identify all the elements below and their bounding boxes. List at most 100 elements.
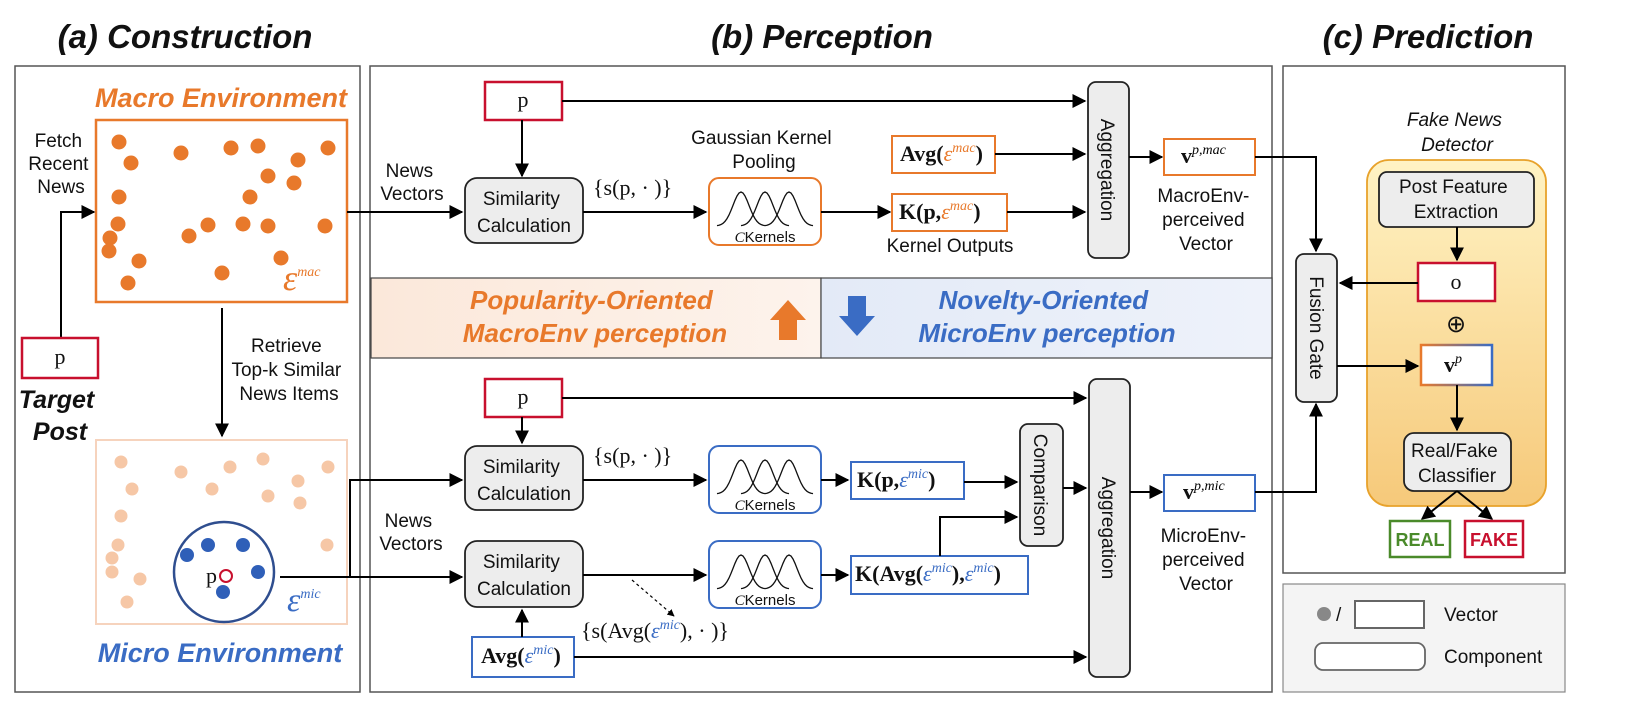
news-dot — [133, 572, 147, 586]
o-box — [1416, 261, 1497, 303]
macro-perceived-label: MacroEnv- perceived Vector — [1157, 186, 1254, 255]
popularity-banner — [370, 277, 822, 359]
avg-mic-box — [471, 636, 575, 678]
news-dot — [290, 152, 306, 168]
gaussian-curve — [764, 191, 814, 227]
fetch-label: Fetch Recent News — [28, 131, 93, 198]
target-post-label: Target Post — [19, 386, 101, 446]
v-mac-label: vp,mac — [1181, 143, 1227, 168]
news-dot — [114, 509, 128, 523]
micro-env-neighbors — [180, 538, 265, 599]
vp-label: vp — [1444, 352, 1462, 377]
novelty-banner — [820, 277, 1273, 359]
news-dot — [101, 243, 117, 259]
retrieve-label: Retrieve Top-k Similar News Items — [231, 336, 346, 405]
k-avg-mic-box — [850, 555, 1029, 595]
popularity-label: Popularity-Oriented MacroEnv perception — [463, 285, 727, 348]
news-vectors-top: News Vectors — [380, 161, 443, 205]
macro-env-symbol: εmac — [283, 258, 321, 298]
neighbor-dot — [236, 538, 250, 552]
news-dot — [256, 452, 270, 466]
aggregation-top-label: Aggregation — [1096, 119, 1117, 221]
legend-component-label: Component — [1444, 647, 1543, 668]
legend-slash: / — [1336, 605, 1342, 626]
v-mic-label: vp,mic — [1183, 479, 1226, 504]
prediction-panel — [1282, 65, 1566, 574]
news-dot — [242, 189, 258, 205]
section-title-prediction: (c) Prediction — [1323, 18, 1534, 55]
perception-panel — [369, 65, 1273, 693]
detector-title: Fake News Detector — [1407, 110, 1507, 156]
comparison-label: Comparison — [1029, 434, 1050, 536]
gaussian-curve — [764, 459, 814, 495]
news-dot — [260, 218, 276, 234]
sim-avg-set: {s(Avg(εmic), · )} — [581, 618, 729, 643]
arrow-to-fake — [1456, 490, 1494, 520]
kernel-curves-top — [716, 191, 814, 227]
gaussian-curve — [716, 191, 766, 227]
comparison-box — [1019, 423, 1064, 547]
news-dot — [102, 230, 118, 246]
news-dot — [174, 465, 188, 479]
news-dot — [105, 565, 119, 579]
kernels-label-top: CKernels — [735, 229, 796, 246]
news-dot — [286, 175, 302, 191]
similarity-calc-top-label: Similarity Calculation — [477, 189, 571, 237]
news-dot — [293, 496, 307, 510]
o-symbol: o — [1451, 269, 1462, 294]
arrow-to-real — [1420, 490, 1458, 520]
neighbor-dot — [216, 585, 230, 599]
news-dot — [123, 155, 139, 171]
post-box-bottom — [483, 377, 564, 419]
similarity-calc-low-label: Similarity Calculation — [477, 552, 571, 600]
news-dot — [111, 189, 127, 205]
dashed-arrow — [631, 579, 675, 617]
legend-vector-label: Vector — [1444, 605, 1499, 626]
gaussian-curve — [716, 459, 766, 495]
target-post-box — [20, 336, 100, 380]
post-feature-label: Post Feature Extraction — [1399, 177, 1513, 223]
construction-panel — [14, 65, 361, 693]
kernels-label-low: CKernels — [735, 592, 796, 609]
fake-label: FAKE — [1470, 530, 1518, 550]
micro-center-post: p — [206, 563, 217, 588]
aggregation-bottom-label: Aggregation — [1097, 477, 1118, 579]
sim-set-mid: {s(p, · )} — [593, 443, 672, 468]
similarity-calc-mid-label: Similarity Calculation — [477, 457, 571, 505]
k-mic-box — [850, 461, 965, 500]
news-dot — [181, 228, 197, 244]
legend-vector-rect — [1354, 600, 1425, 629]
real-label: REAL — [1396, 530, 1445, 550]
k-mic-label: K(p,εmic) — [857, 467, 935, 492]
news-dot — [260, 168, 276, 184]
micro-env-title: Micro Environment — [98, 638, 344, 668]
down-arrow-icon — [839, 296, 875, 336]
gaussian-curve — [740, 459, 790, 495]
avg-mac-label: Avg(εmac) — [900, 141, 983, 166]
news-dot — [317, 218, 333, 234]
news-dot — [291, 474, 305, 488]
news-dot — [214, 265, 230, 281]
news-dot — [200, 217, 216, 233]
news-dot — [120, 275, 136, 291]
up-arrow-icon — [770, 300, 806, 340]
section-title-perception: (b) Perception — [711, 18, 933, 55]
oplus-icon: ⊕ — [1446, 310, 1466, 338]
arrow-vmac-to-fusion — [1255, 156, 1323, 253]
real-box — [1388, 519, 1452, 559]
fusion-gate-label: Fusion Gate — [1305, 276, 1326, 380]
neighbor-dot — [180, 548, 194, 562]
legend-component-rect — [1314, 642, 1426, 671]
fake-box — [1463, 519, 1525, 559]
micro-env-symbol: εmic — [287, 582, 321, 619]
news-dot — [131, 253, 147, 269]
news-dot — [273, 250, 289, 266]
news-dot — [114, 455, 128, 469]
fusion-gate — [1295, 253, 1338, 403]
kernel-curves-mid — [716, 459, 814, 495]
news-dot — [110, 216, 126, 232]
gaussian-curve — [740, 554, 790, 590]
news-dot — [223, 460, 237, 474]
vp-box — [1419, 343, 1494, 387]
neighbor-dot — [251, 565, 265, 579]
